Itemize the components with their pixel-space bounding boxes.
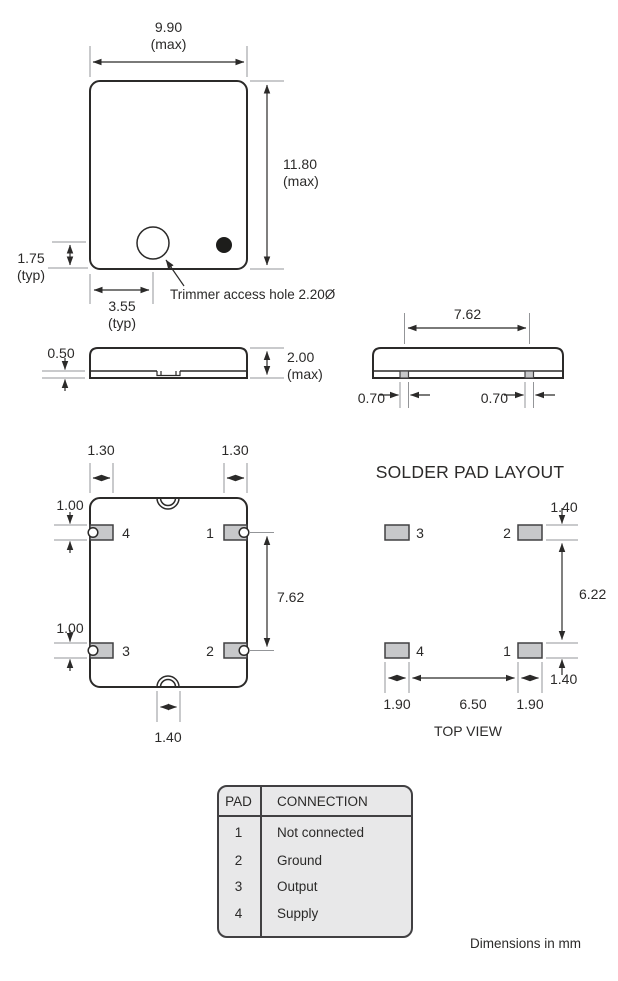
dim-label-hole-offset: 3.55 (typ) [108, 298, 136, 331]
dim-label-spl-1-40-top: 1.40 [550, 499, 578, 515]
dim-label-1-00-top: 1.00 [56, 497, 84, 513]
table-row-pad: 4 [234, 906, 243, 921]
dim-label-package-height: 11.80 (max) [283, 156, 319, 189]
dim-pad-0-70-right [504, 382, 555, 408]
dim-base-0-50 [42, 358, 85, 391]
spl-pad-1-label: 1 [503, 643, 511, 659]
side-center-notch [156, 371, 181, 377]
dim-width-9-90 [89, 46, 248, 77]
dim-notch-1-40 [156, 691, 181, 722]
dim-label-spl-1-90-right: 1.90 [516, 696, 544, 712]
dim-offset-3-55 [89, 272, 154, 304]
bottom-castellation-notch [156, 675, 180, 688]
dim-spl-1-40-top [546, 508, 578, 541]
units-note: Dimensions in mm [470, 936, 582, 951]
top-view-drawing [48, 46, 284, 304]
dim-label-1-30-left: 1.30 [87, 442, 115, 458]
dim-label-spl-6-50: 6.50 [459, 696, 487, 712]
spl-pad-3-label: 3 [416, 525, 424, 541]
trimmer-note-label: Trimmer access hole 2.20Ø [170, 287, 336, 302]
table-header-divider [219, 815, 411, 817]
dim-1-30-left [89, 463, 114, 493]
dim-label-spl-6-22: 6.22 [579, 586, 607, 602]
dim-label-0-70-right: 0.70 [480, 390, 508, 406]
pad-3-label: 3 [122, 643, 130, 659]
side-body-outline [89, 347, 248, 379]
dim-label-thickness-2-00: 2.00 (max) [287, 349, 323, 382]
dim-1-00-bottom [54, 630, 87, 671]
dim-label-edge-offset: 1.75 (typ) [17, 250, 45, 283]
spl-top-view-caption: TOP VIEW [434, 723, 502, 739]
dim-label-package-width: 9.90 (max) [150, 19, 187, 52]
spl-pad-2-label: 2 [503, 525, 511, 541]
table-row-connection: Supply [277, 906, 319, 921]
pad-2-via [238, 644, 250, 657]
table-header-connection: CONNECTION [277, 794, 368, 809]
table-row-pad: 2 [234, 853, 243, 868]
side-pad-right [524, 370, 535, 379]
dim-label-spl-1-40-bottom: 1.40 [550, 671, 578, 687]
top-castellation-notch [156, 497, 180, 510]
dim-pad-0-70-left [379, 382, 430, 408]
pad-4-label: 4 [122, 525, 130, 541]
spl-pad-4-shape [384, 642, 410, 659]
solder-pad-layout-title: SOLDER PAD LAYOUT [375, 462, 565, 482]
pad-3-via [87, 644, 99, 657]
solder-pad-layout-drawing [384, 508, 578, 693]
dim-label-span-7-62-side: 7.62 [453, 306, 482, 322]
side-view-left-drawing [42, 347, 284, 391]
dim-spl-horizontal [384, 662, 543, 693]
dim-label-base-0-50: 0.50 [47, 345, 75, 361]
dim-1-30-right [223, 463, 248, 493]
pad-connection-table [217, 785, 413, 938]
dim-span-7-62-bottom [250, 532, 274, 651]
pad-1-via [238, 526, 250, 539]
dim-spl-1-40-bottom [546, 642, 578, 675]
dim-1-00-top [54, 512, 87, 553]
table-row-connection: Output [277, 879, 318, 894]
spl-pad-1-shape [517, 642, 543, 659]
dim-span-7-62-side [404, 313, 530, 344]
pad-1-label: 1 [206, 525, 214, 541]
spl-pad-2-shape [517, 524, 543, 541]
table-row-pad: 1 [234, 825, 243, 840]
bottom-outline [89, 497, 248, 688]
table-header-pad: PAD [225, 794, 252, 809]
dim-height-11-80 [250, 80, 284, 270]
side-view-right-drawing [372, 313, 564, 408]
side-pad-left [399, 370, 410, 379]
dim-label-spl-1-90-left: 1.90 [383, 696, 411, 712]
dim-label-0-70-left: 0.70 [357, 390, 385, 406]
pad-2-label: 2 [206, 643, 214, 659]
dim-label-notch-1-40: 1.40 [154, 729, 182, 745]
dim-thickness-2-00 [250, 347, 284, 379]
dim-label-span-7-62-bottom: 7.62 [277, 589, 305, 605]
trimmer-access-hole [136, 226, 170, 260]
spl-pad-3-shape [384, 524, 410, 541]
spl-pad-4-label: 4 [416, 643, 424, 659]
dim-label-1-00-bottom: 1.00 [56, 620, 84, 636]
table-row-pad: 3 [234, 879, 243, 894]
pin1-dot-marker [216, 237, 232, 253]
bottom-view-drawing [54, 463, 274, 722]
dim-label-1-30-right: 1.30 [221, 442, 249, 458]
table-row-connection: Not connected [277, 825, 365, 840]
table-column-divider [260, 787, 262, 936]
package-outline [89, 80, 248, 270]
pad-4-via [87, 526, 99, 539]
trimmer-leader-arrow [165, 259, 185, 287]
table-row-connection: Ground [277, 853, 323, 868]
dim-offset-1-75 [48, 241, 88, 269]
